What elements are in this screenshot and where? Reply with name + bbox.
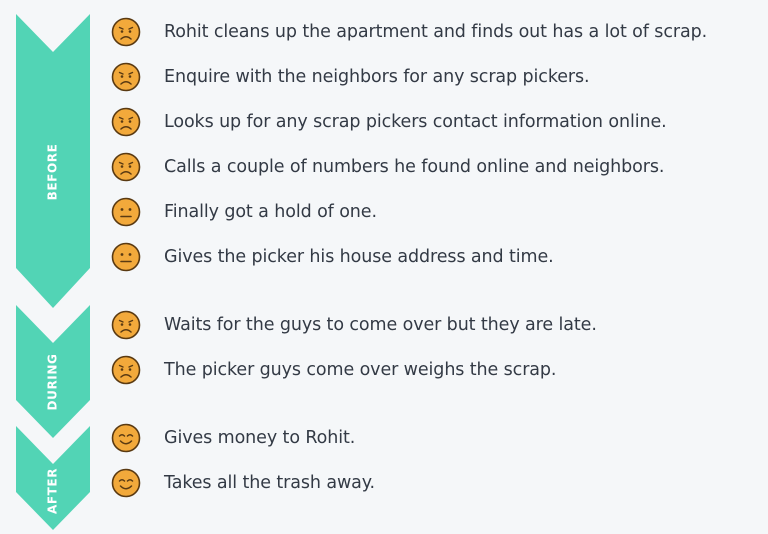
phase-label-before: BEFORE xyxy=(46,144,60,201)
step-text: Calls a couple of numbers he found onlin… xyxy=(164,157,665,177)
step-text: Gives money to Rohit. xyxy=(164,428,356,448)
journey-step: Calls a couple of numbers he found onlin… xyxy=(110,147,664,187)
phase-chevron-after xyxy=(16,426,90,530)
journey-step: Takes all the trash away. xyxy=(110,463,375,503)
step-text: Waits for the guys to come over but they… xyxy=(164,315,597,335)
step-text: Finally got a hold of one. xyxy=(164,202,377,222)
step-text: Looks up for any scrap pickers contact i… xyxy=(164,112,667,132)
smiling-face-icon xyxy=(111,468,141,498)
journey-step: Enquire with the neighbors for any scrap… xyxy=(110,57,590,97)
step-text: Takes all the trash away. xyxy=(164,473,376,493)
phase-chevrons: BEFORE DURING AFTER xyxy=(16,14,90,530)
journey-step: The picker guys come over weighs the scr… xyxy=(110,350,557,390)
phase-chevron-before xyxy=(16,14,90,308)
worried-face-icon xyxy=(111,17,141,47)
journey-step: Looks up for any scrap pickers contact i… xyxy=(110,102,667,142)
journey-step: Finally got a hold of one. xyxy=(110,192,377,232)
phase-chevron-during xyxy=(16,305,90,438)
step-text: The picker guys come over weighs the scr… xyxy=(164,360,557,380)
worried-face-icon xyxy=(111,355,141,385)
phase-label-during: DURING xyxy=(46,354,60,411)
step-text: Gives the picker his house address and t… xyxy=(164,247,554,267)
journey-step: Rohit cleans up the apartment and finds … xyxy=(110,12,707,52)
neutral-face-icon xyxy=(111,197,141,227)
step-text: Rohit cleans up the apartment and finds … xyxy=(164,22,708,42)
step-text: Enquire with the neighbors for any scrap… xyxy=(164,67,590,87)
worried-face-icon xyxy=(111,107,141,137)
journey-step: Waits for the guys to come over but they… xyxy=(110,305,597,345)
worried-face-icon xyxy=(111,62,141,92)
journey-step: Gives money to Rohit. xyxy=(110,418,355,458)
journey-step: Gives the picker his house address and t… xyxy=(110,237,554,277)
phase-label-after: AFTER xyxy=(46,468,60,514)
smiling-face-icon xyxy=(111,423,141,453)
neutral-face-icon xyxy=(111,242,141,272)
worried-face-icon xyxy=(111,152,141,182)
worried-face-icon xyxy=(111,310,141,340)
